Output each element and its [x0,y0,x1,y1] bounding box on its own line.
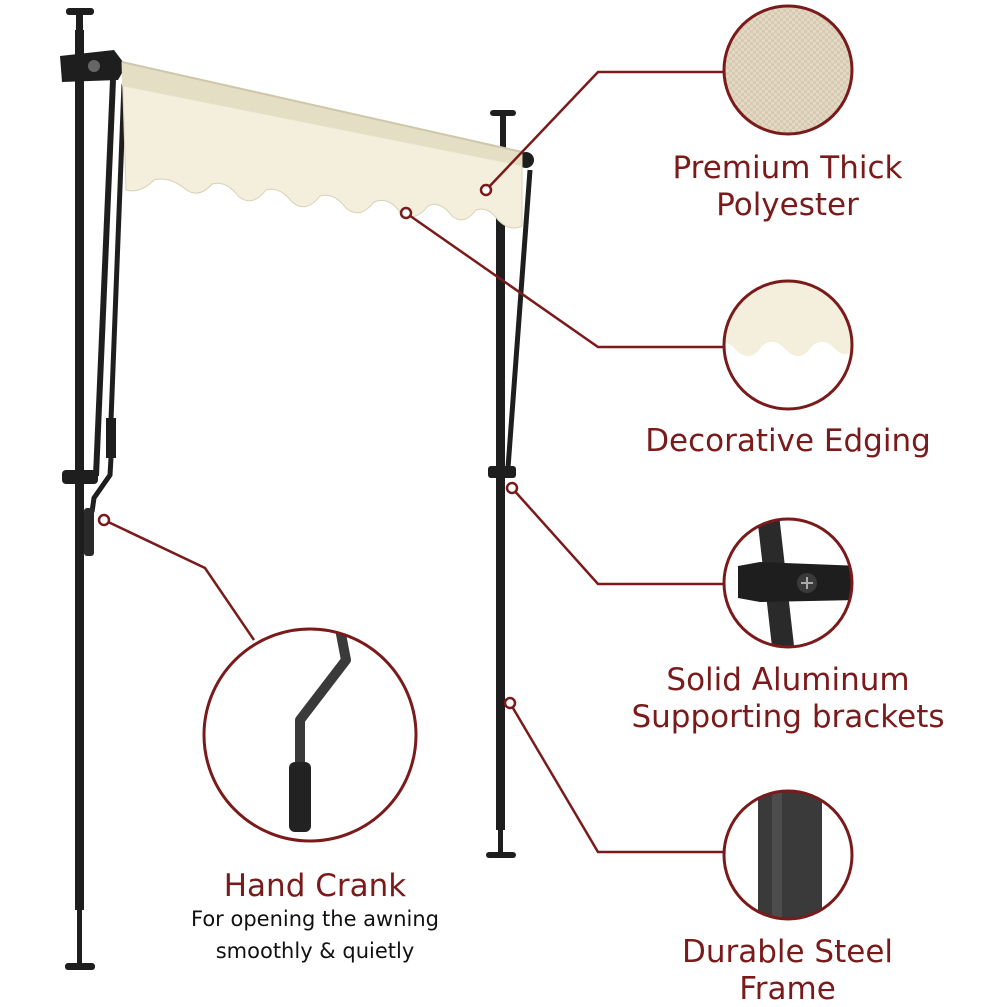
left-support-arm [84,79,127,556]
polyester-label-line1: Premium Thick [672,150,903,186]
brackets-label-line2: Supporting brackets [631,698,945,735]
awning-canopy [121,61,523,229]
frame-label-line2: Frame [739,970,836,1007]
brackets-label-line1: Solid Aluminum [666,662,910,698]
brackets-label: Solid Aluminum Supporting brackets [618,662,958,735]
polyester-label-line2: Polyester [716,186,859,223]
leader-crank [103,518,256,641]
crank-detail-circle [202,627,418,843]
crank-description: For opening the awning smoothly & quietl… [150,904,480,967]
polyester-label: Premium Thick Polyester [655,150,920,223]
crank-desc-line2: smoothly & quietly [215,938,415,963]
leader-edging [405,211,724,349]
edging-label: Decorative Edging [628,423,948,460]
bracket-detail-circle [722,517,854,649]
crank-title: Hand Crank [160,868,470,905]
leader-polyester [485,70,724,191]
edging-label-line1: Decorative Edging [645,423,931,459]
crank-desc-line1: For opening the awning [190,907,439,931]
callout-lines [103,70,724,854]
frame-label: Durable Steel Frame [655,934,920,1007]
polyester-detail-circle [722,4,854,136]
awning-illustration [60,8,534,970]
left-pole [60,8,126,970]
edging-detail-circle [722,279,854,411]
crank-title-text: Hand Crank [223,868,407,904]
callout-dots [97,183,519,710]
leader-brackets [511,487,724,586]
leader-frame [508,702,724,854]
frame-detail-circle [722,789,854,921]
frame-label-line1: Durable Steel [681,934,894,970]
